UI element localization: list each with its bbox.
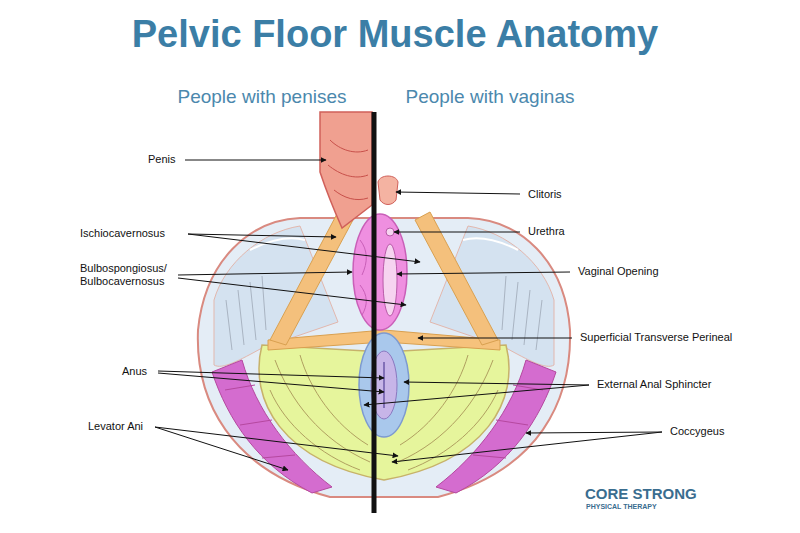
pelvis-outline	[198, 218, 570, 497]
group-heading: People with penises	[178, 86, 347, 109]
obturator-region-part	[512, 282, 518, 340]
part-label: Penis	[148, 153, 176, 166]
leader-lines-part	[392, 432, 662, 462]
bulbospongiosus-muscle	[353, 214, 407, 330]
external-anal-sphincter-muscle	[359, 333, 409, 437]
bulbospongiosus-fibres	[360, 240, 366, 315]
obturator-region-part	[238, 290, 244, 345]
leader-lines-part	[394, 232, 520, 233]
urethra-opening	[386, 228, 394, 236]
vaginal-opening	[383, 244, 397, 316]
leader-lines-part	[364, 385, 589, 405]
part-label: Levator Ani	[88, 420, 143, 433]
part-label: Clitoris	[528, 188, 562, 201]
leader-lines-part	[158, 373, 384, 392]
part-label: Coccygeus	[670, 425, 724, 438]
leader-lines-part	[397, 272, 570, 274]
leader-lines-part	[418, 338, 572, 339]
leader-lines-part	[185, 160, 326, 161]
external-anal-sphincter-muscle-part	[359, 333, 409, 437]
obturator-region-part	[250, 282, 256, 340]
coccygeus-muscle-part	[225, 385, 255, 390]
part-label: Urethra	[528, 225, 565, 238]
group-heading: People with vaginas	[406, 86, 575, 109]
obturator-region-part	[502, 276, 506, 330]
leader-lines-part	[178, 272, 352, 275]
diagram-title: Pelvic Floor Muscle Anatomy	[0, 12, 790, 58]
external-anal-sphincter-muscle-part	[383, 362, 385, 408]
part-label: Bulbospongiosus/ Bulbocavernosus	[80, 262, 176, 288]
penis-shape	[320, 112, 372, 228]
levator-ani-muscle	[259, 345, 509, 480]
leader-lines-part	[404, 382, 589, 385]
obturator-region-part	[463, 238, 518, 250]
coccygeus-muscle-part	[262, 455, 295, 458]
obturator-region-part	[226, 300, 232, 350]
obturator-region-part	[250, 238, 305, 250]
leader-lines-part	[158, 371, 384, 378]
part-label: Superficial Transverse Perineal	[580, 331, 732, 344]
leader-lines	[155, 160, 662, 470]
clitoris-shape	[378, 176, 398, 205]
part-label: Vaginal Opening	[578, 265, 659, 278]
obturator-region-part	[524, 290, 530, 345]
leader-lines-part	[155, 427, 398, 456]
part-label: Anus	[122, 365, 147, 378]
ischiocavernosus-muscle-part	[270, 212, 353, 345]
levator-ani-muscle-part	[259, 345, 509, 480]
obturator-region-part	[536, 300, 542, 350]
leader-lines-part	[155, 427, 288, 470]
obturator-region-part	[262, 276, 266, 330]
part-label: Ischiocavernosus	[80, 227, 165, 240]
leader-lines-part	[396, 192, 520, 194]
coccygeus-muscle-part	[473, 455, 506, 458]
coccygeus-muscle-part	[496, 420, 528, 425]
leader-lines-part	[188, 234, 420, 262]
coccygeus-muscle-part	[240, 420, 272, 425]
penis-shape-part	[328, 140, 368, 200]
logo-text: CORE STRONG	[585, 485, 697, 503]
leader-lines-part	[526, 432, 662, 433]
bulbospongiosus-fibres-part	[360, 240, 366, 275]
logo-subtext: PHYSICAL THERAPY	[586, 503, 657, 511]
part-label: External Anal Sphincter	[597, 378, 711, 391]
penis-shape-part	[320, 112, 372, 228]
leader-lines-part	[178, 278, 406, 305]
